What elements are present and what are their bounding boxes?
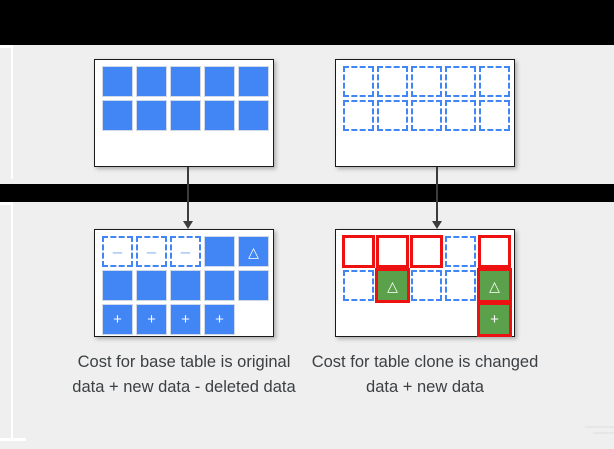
deleted-data-icon: – [112,242,123,261]
cell-filled [102,270,133,301]
cell-filled [204,100,235,131]
corner-shade-lower [593,432,614,434]
deleted-data-icon: – [180,242,191,261]
cell-dashed [377,66,408,97]
cell-filled [136,66,167,97]
cell-empty [377,304,408,335]
arrow-table-clone-line [436,167,438,223]
cell-filled: △ [238,236,269,267]
cell-green-changed: △ [477,268,512,303]
cell-filled [170,270,201,301]
cell-grid [102,66,269,131]
cell-dashed [411,270,442,301]
corner-shade-upper [585,426,614,428]
cell-dashed [445,270,476,301]
cell-dashed [343,100,374,131]
cell-dashed [445,100,476,131]
cell-dashed [377,100,408,131]
cell-empty [411,304,442,335]
cell-grid: – – – △ + + + + [102,236,269,335]
new-data-icon: + [181,311,190,328]
cell-dashed: – [102,236,133,267]
cell-dashed [411,100,442,131]
cell-filled [238,66,269,97]
cell-dashed-changed [478,235,511,268]
cell-dashed: – [170,236,201,267]
guide-cap-bottom [0,202,13,205]
cell-dashed-changed [342,235,375,268]
guide-line-top [11,48,13,179]
cell-dashed: – [136,236,167,267]
cell-filled [204,236,235,267]
cell-filled [136,100,167,131]
cell-filled: + [170,304,201,335]
arrow-base-table-head-icon [183,221,193,229]
slide-band-bottom [0,202,614,449]
cell-empty [238,304,269,335]
cell-dashed [411,66,442,97]
cell-filled [102,100,133,131]
cell-grid [343,66,510,131]
cell-filled [102,66,133,97]
changed-data-icon: △ [248,243,259,260]
cell-dashed [479,66,510,97]
cell-grid: △ △ + [342,235,512,337]
caption-table-clone-cost: Cost for table clone is changed data + n… [311,353,539,396]
cell-dashed [445,236,476,267]
deleted-data-icon: – [146,242,157,261]
new-data-icon: + [215,311,224,328]
cell-filled: + [102,304,133,335]
changed-data-icon: △ [387,277,398,294]
table-clone-after: △ △ + [335,229,515,337]
cell-dashed [479,100,510,131]
guide-cap-top [0,45,13,48]
cell-green-changed: + [477,302,512,337]
new-data-icon: + [490,311,499,328]
cell-filled [170,100,201,131]
slide-band-top [0,45,614,184]
cell-dashed-changed [410,235,443,268]
cell-filled [238,270,269,301]
base-table-before [94,59,274,167]
cell-filled: + [204,304,235,335]
caption-base-table-cost: Cost for base table is original data + n… [72,353,296,396]
cell-dashed-changed [376,235,409,268]
cell-empty [343,304,374,335]
cell-dashed [343,270,374,301]
cell-filled [238,100,269,131]
changed-data-icon: △ [489,277,500,294]
cell-dashed [445,66,476,97]
cell-green-changed: △ [375,268,410,303]
cell-empty [445,304,476,335]
guide-cap-bottom-lower [0,438,26,441]
cell-filled [204,66,235,97]
cell-filled [136,270,167,301]
new-data-icon: + [113,311,122,328]
cell-filled [204,270,235,301]
arrow-base-table-line [187,167,189,223]
table-clone-before [335,59,515,167]
cell-filled [170,66,201,97]
cell-filled: + [136,304,167,335]
new-data-icon: + [147,311,156,328]
cell-dashed [343,66,374,97]
arrow-table-clone-head-icon [432,221,442,229]
guide-line-bottom [11,205,13,440]
base-table-after: – – – △ + + + + [94,229,274,337]
